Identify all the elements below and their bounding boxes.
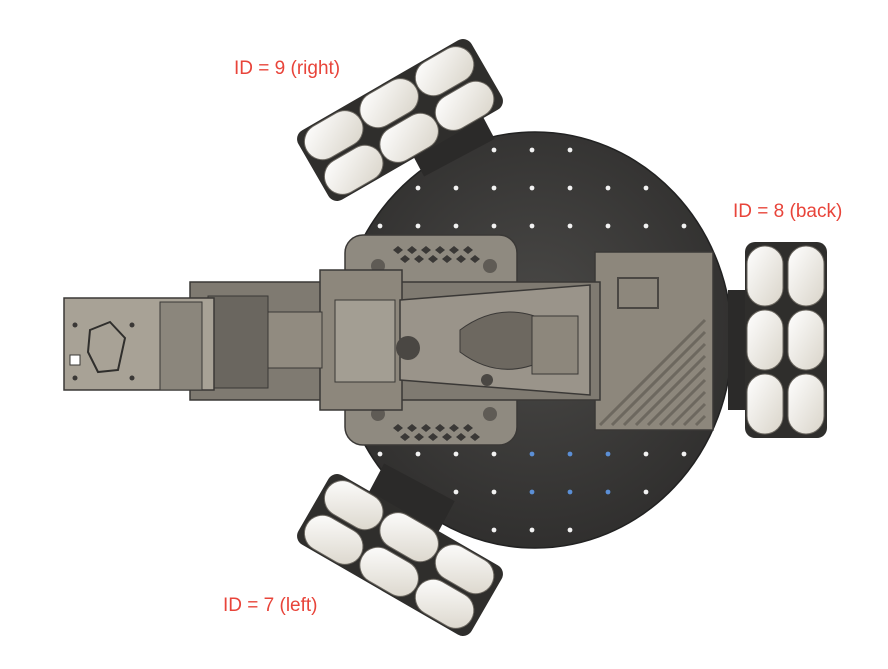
mount-hole	[453, 489, 459, 495]
robot-arm	[189, 269, 601, 411]
mount-hole	[415, 185, 421, 191]
mount-hole	[453, 185, 459, 191]
vent-diamond	[456, 255, 466, 263]
vent-diamond	[407, 246, 417, 254]
vent-diamond	[449, 246, 459, 254]
vent-stripe	[658, 378, 707, 427]
mount-hole	[643, 185, 649, 191]
mount-hole	[529, 527, 535, 533]
vent-stripe	[634, 354, 707, 427]
mount-hole	[529, 489, 535, 495]
vent-diamond	[463, 246, 473, 254]
vent-diamond	[463, 424, 473, 432]
mount-hole	[415, 223, 421, 229]
vent-diamond	[442, 255, 452, 263]
mount-hole	[567, 223, 573, 229]
label-back-wheel: ID = 8 (back)	[733, 201, 843, 222]
mount-hole	[567, 489, 573, 495]
vent-diamond	[442, 433, 452, 441]
vent-stripe	[598, 318, 707, 427]
omni-wheel-right	[297, 39, 503, 201]
left-wheel-bracket	[365, 463, 455, 537]
box-vents	[598, 318, 707, 427]
mount-hole	[491, 489, 497, 495]
mount-hole	[643, 223, 649, 229]
vent-diamond	[393, 246, 403, 254]
vent-diamond	[421, 424, 431, 432]
mount-hole	[491, 223, 497, 229]
mount-hole	[643, 451, 649, 457]
mount-hole	[643, 489, 649, 495]
mount-hole	[605, 223, 611, 229]
mount-hole	[681, 451, 687, 457]
label-left-wheel: ID = 7 (left)	[223, 595, 318, 616]
vent-diamond	[435, 424, 445, 432]
vent-stripe	[610, 330, 707, 427]
vent-diamond	[470, 255, 480, 263]
mount-hole	[491, 147, 497, 153]
mount-hole	[491, 527, 497, 533]
mount-hole	[491, 451, 497, 457]
vent-stripe	[682, 402, 707, 427]
vent-pattern	[393, 246, 480, 441]
vent-diamond	[449, 424, 459, 432]
vent-diamond	[400, 255, 410, 263]
vent-diamond	[407, 424, 417, 432]
mount-hole	[491, 185, 497, 191]
vent-diamond	[456, 433, 466, 441]
vent-diamond	[414, 255, 424, 263]
mount-hole	[453, 451, 459, 457]
control-box	[594, 251, 714, 431]
mount-hole	[529, 185, 535, 191]
vent-diamond	[428, 255, 438, 263]
vent-diamond	[435, 246, 445, 254]
vent-diamond	[400, 433, 410, 441]
mount-hole	[377, 451, 383, 457]
vent-diamond	[428, 433, 438, 441]
mount-hole	[605, 185, 611, 191]
label-right-wheel: ID = 9 (right)	[234, 58, 341, 79]
vent-stripe	[670, 390, 707, 427]
mount-hole	[453, 223, 459, 229]
vent-diamond	[393, 424, 403, 432]
vent-stripe	[646, 366, 707, 427]
omni-wheel-left	[297, 474, 503, 636]
mount-hole	[681, 223, 687, 229]
gripper	[63, 297, 215, 391]
mount-hole	[567, 185, 573, 191]
vent-stripe	[622, 342, 707, 427]
mount-hole	[567, 147, 573, 153]
vent-stripe	[694, 414, 707, 427]
mount-hole	[529, 147, 535, 153]
mount-hole	[529, 451, 535, 457]
mount-hole	[529, 223, 535, 229]
mount-hole	[415, 451, 421, 457]
mount-hole	[605, 451, 611, 457]
vent-diamond	[470, 433, 480, 441]
vent-diamond	[414, 433, 424, 441]
vent-diamond	[421, 246, 431, 254]
omni-wheel-back	[745, 242, 827, 438]
mount-hole	[567, 451, 573, 457]
mount-hole	[377, 223, 383, 229]
mount-hole	[605, 489, 611, 495]
mount-hole	[567, 527, 573, 533]
